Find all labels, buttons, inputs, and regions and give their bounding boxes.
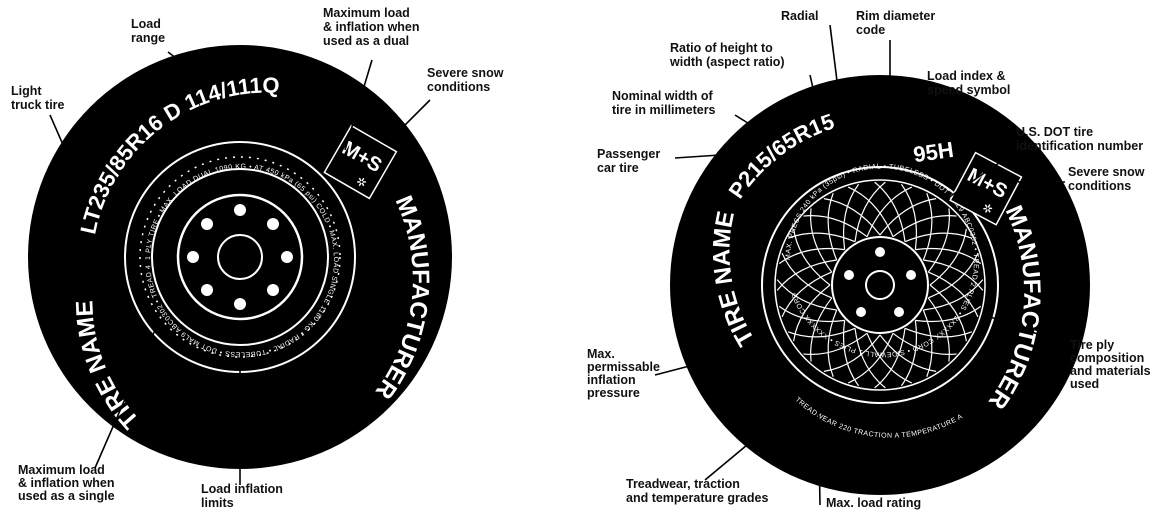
leader-severe-snow-left [400,100,430,130]
left-tire: LT235/85R16 D 114/111Q TIRE NAME MANUFAC… [0,0,452,469]
leader-treadwear [705,430,765,480]
callout-radial: Radial [781,9,819,23]
callout-load-index: Load index &speed symbol [927,69,1010,97]
callout-max-load: Max. load rating [826,496,921,510]
